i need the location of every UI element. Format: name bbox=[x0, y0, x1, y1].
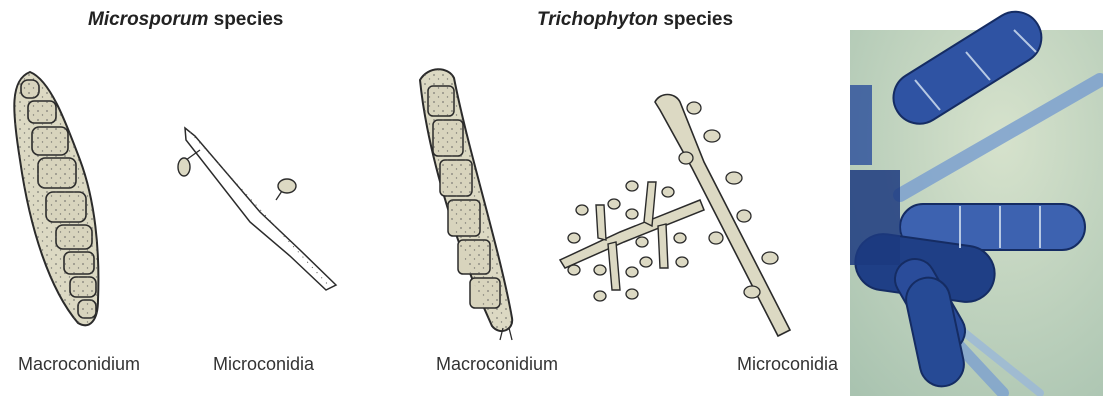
micrograph-photo bbox=[850, 2, 1103, 396]
microsporum-microconidia bbox=[178, 128, 336, 290]
trichophyton-microconidia-label: Microconidia bbox=[737, 354, 838, 375]
microsporum-microconidia-label: Microconidia bbox=[213, 354, 314, 375]
microsporum-macroconidium-label: Macroconidium bbox=[18, 354, 140, 375]
trichophyton-macroconidium-label: Macroconidium bbox=[436, 354, 558, 375]
trichophyton-macroconidium bbox=[420, 69, 512, 340]
trichophyton-microconidia bbox=[560, 95, 790, 337]
microsporum-macroconidium bbox=[14, 72, 98, 325]
